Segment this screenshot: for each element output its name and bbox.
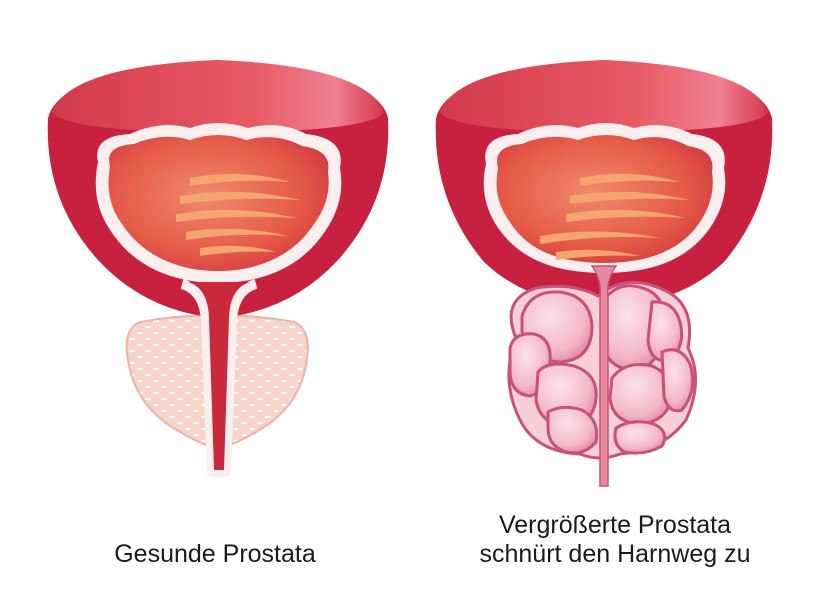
prostate-lobe — [646, 300, 684, 363]
healthy-urethra-outline — [180, 279, 258, 477]
prostate-lobe — [660, 348, 695, 413]
healthy-bladder-rim — [52, 60, 384, 132]
enlarged-bladder-rim — [440, 60, 768, 132]
enlarged-caption-line1: Vergrößerte Prostata — [498, 511, 732, 539]
healthy-caption: Gesunde Prostata — [40, 540, 390, 569]
healthy-diagram — [47, 60, 389, 477]
prostate-lobe — [613, 420, 667, 455]
enlarged-prostate — [507, 280, 698, 460]
healthy-mucosa-folds — [176, 173, 300, 256]
prostate-lobe — [546, 405, 599, 455]
enlarged-urethra — [590, 265, 618, 487]
enlarged-caption-line2: schnürt den Harnweg zu — [479, 540, 751, 568]
healthy-caption-text: Gesunde Prostata — [114, 540, 316, 568]
healthy-bladder-cavity — [108, 135, 329, 271]
enlarged-caption: Vergrößerte Prostata schnürt den Harnweg… — [420, 511, 810, 569]
healthy-urethra — [188, 282, 250, 470]
enlarged-mucosa-folds — [540, 173, 690, 260]
enlarged-diagram — [435, 60, 773, 487]
